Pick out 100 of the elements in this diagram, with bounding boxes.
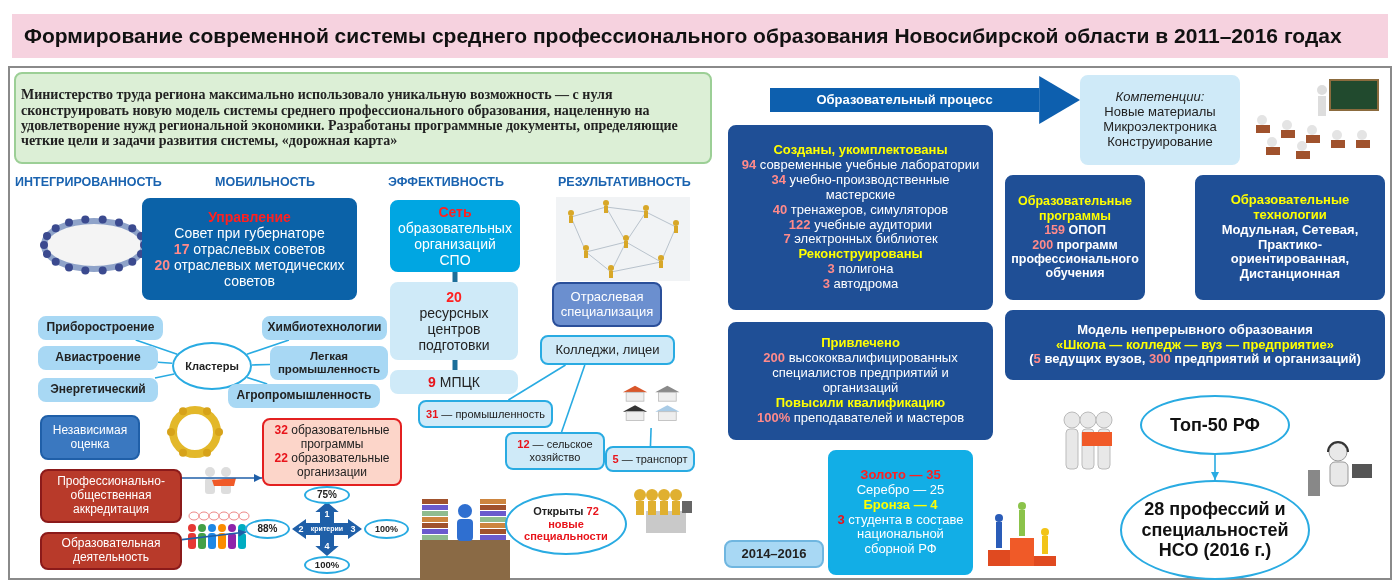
body-text: 20 отраслевых методических советов (153, 257, 346, 290)
info-panel (1195, 175, 1385, 300)
heading-text: 20 (446, 288, 462, 305)
cluster-tag (38, 316, 163, 340)
heading-text: Образовательные технологии (1229, 192, 1351, 223)
info-panel (728, 322, 993, 440)
info-panel (1080, 75, 1240, 165)
arm-number: 1 (323, 508, 331, 520)
body-text: 3 полигона (827, 262, 894, 278)
body-text: 94 современные учебные лаборатории (741, 157, 980, 173)
body-text: 5 — транспорт (612, 452, 688, 466)
percent-oval (304, 556, 350, 574)
percent-oval (364, 519, 409, 539)
body-text: 159 ОПОП (1044, 223, 1106, 238)
heading-text: «Школа — колледж — вуз — предприятие» (1055, 337, 1335, 353)
cluster-tag (270, 346, 388, 380)
body-text: Микроэлектроника (1103, 120, 1217, 135)
body-text: Совет при губернаторе (174, 224, 325, 241)
body-text: образовательных организаций СПО (397, 219, 513, 269)
body-text: Топ-50 РФ (1170, 414, 1260, 436)
body-text: 12 — сельское хозяйство (516, 438, 594, 464)
page-title: Формирование современной системы среднего профессионального образования Новосибирской области в 2011–2016 годах (24, 23, 1343, 49)
info-panel (40, 532, 182, 570)
body-text: Колледжи, лицеи (555, 342, 660, 358)
body-text: 122 учебные аудитории (788, 217, 933, 233)
body-text: 3 студента в составе национальной сборной РФ (836, 512, 965, 558)
info-panel (605, 446, 695, 472)
section-heading: МОБИЛЬНОСТЬ (215, 175, 315, 189)
cluster-tag (38, 346, 158, 370)
body-text: 100% преподавателей и мастеров (756, 410, 965, 426)
body-text: Независимая оценка (51, 423, 129, 452)
body-text: Модель непрерывного образования (1077, 322, 1313, 338)
body-text: Кластеры (185, 359, 239, 373)
body-text: Открыты 72 новые специальности (523, 505, 609, 543)
heading-text: Реконструированы (798, 247, 923, 263)
cluster-tag (262, 316, 387, 340)
heading-text: Золото — 35 (860, 467, 941, 483)
heading-text: Привлечено (821, 336, 900, 352)
info-panel (418, 400, 553, 428)
cluster-tag (38, 378, 158, 402)
heading-text: Повысили квалификацию (775, 395, 946, 411)
body-text: 22 образовательные организации (273, 452, 391, 480)
arm-number: 2 (297, 523, 305, 536)
body-text: Авиастроение (55, 351, 141, 365)
info-panel (40, 469, 182, 523)
info-panel (390, 370, 518, 394)
body-text: Отраслевая специализация (559, 289, 655, 320)
body-text: 88% (257, 523, 278, 535)
body-text: 200 программ профессионального обучения (1011, 237, 1139, 281)
body-text: 17 отраслевых советов (173, 240, 326, 258)
heading-text: Управление (208, 208, 291, 225)
body-text: (5 ведущих вузов, 300 предприятий и организаций) (1029, 352, 1361, 368)
body-text: Новые материалы (1104, 105, 1216, 120)
body-text: Энергетический (50, 383, 146, 397)
body-text: 40 тренажеров, симуляторов (772, 202, 949, 218)
info-panel (828, 450, 973, 575)
body-text: 3 автодрома (822, 277, 899, 293)
intro-panel (14, 72, 712, 164)
percent-oval (245, 519, 290, 539)
info-panel (505, 432, 605, 470)
heading-text: Компетенции: (1115, 90, 1205, 106)
body-text: ресурсных центров подготовки (417, 304, 491, 354)
body-text: Модульная, Сетевая, Практико-ориентированная, Дистанционная (1220, 222, 1360, 283)
body-text: Приборостроение (46, 321, 155, 335)
body-text: 200 высококвалифицированных специалистов предприятий и организаций (762, 351, 959, 396)
body-text: Конструирование (1107, 134, 1213, 150)
info-panel (1005, 175, 1145, 300)
heading-text: Образовательные программы (1016, 194, 1134, 224)
body-text: Серебро — 25 (856, 482, 945, 498)
body-text: 31 — промышленность (426, 407, 545, 421)
section-heading: ИНТЕГРИРОВАННОСТЬ (15, 175, 162, 189)
section-heading: РЕЗУЛЬТАТИВНОСТЬ (558, 175, 691, 189)
info-panel (552, 282, 662, 327)
info-panel (540, 335, 675, 365)
body-text: Профессионально-общественная аккредитация (56, 475, 166, 517)
info-panel (728, 125, 993, 310)
body-text: Образовательная деятельность (60, 537, 162, 565)
body-text: 7 электронных библиотек (783, 232, 938, 248)
info-panel (390, 282, 518, 360)
heading-text: Созданы, укомплектованы (773, 142, 948, 158)
info-panel (40, 415, 140, 460)
body-text: Легкая промышленность (277, 349, 381, 377)
percent-oval (304, 486, 350, 504)
body-text: Агропромышленность (236, 389, 372, 403)
arm-number: 3 (349, 523, 357, 536)
info-panel (390, 200, 520, 272)
cluster-tag (228, 384, 380, 408)
criteria-cross (292, 502, 362, 556)
body-text: Химбиотехнологии (267, 321, 382, 335)
info-panel (142, 198, 357, 300)
body-text: 100% (375, 523, 398, 535)
cluster-oval (172, 342, 252, 390)
heading-text: Сеть (438, 203, 472, 220)
body-text: 2014–2016 (741, 546, 807, 562)
heading-text: Бронза — 4 (863, 497, 938, 513)
body-text: 9 МПЦК (428, 373, 480, 391)
arm-number: 4 (323, 540, 331, 552)
info-panel (262, 418, 402, 486)
info-panel (1005, 310, 1385, 380)
section-heading: ЭФФЕКТИВНОСТЬ (388, 175, 504, 189)
